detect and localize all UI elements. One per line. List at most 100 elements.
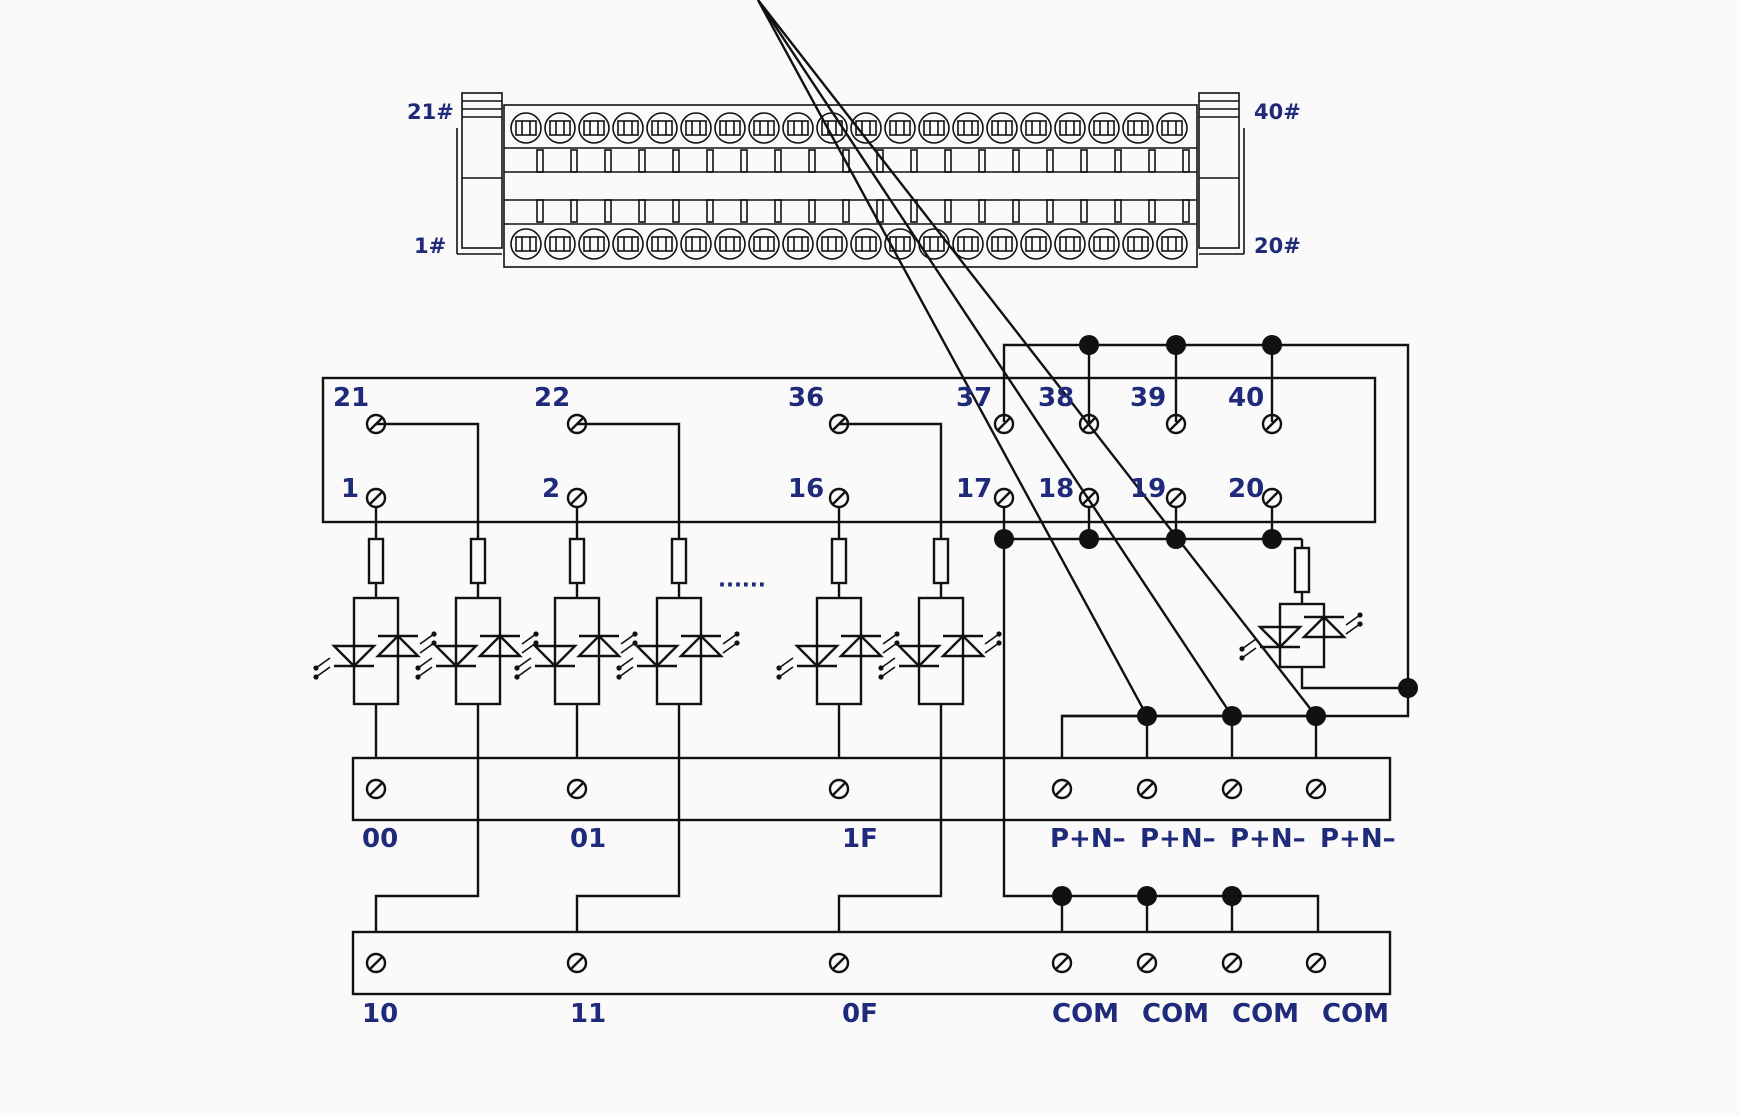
opto-channel <box>313 537 437 706</box>
junction-dot <box>1079 529 1099 549</box>
output-label-0F: 0F <box>842 999 878 1029</box>
output-screw-row-1 <box>1136 778 1158 800</box>
output-screw-row-2 <box>1136 952 1158 974</box>
connector-terminal <box>544 112 578 173</box>
opto-channel <box>514 537 638 706</box>
connector-terminal <box>680 112 714 173</box>
connector-terminal <box>578 112 612 173</box>
connector-terminal <box>612 112 646 173</box>
connector-terminal <box>1020 112 1054 173</box>
output-wire-2 <box>837 704 943 932</box>
resistor <box>469 537 487 585</box>
output-label-com-2: COM <box>1142 999 1209 1029</box>
junction-dot <box>1166 335 1186 355</box>
junction-dot <box>1262 335 1282 355</box>
terminal-screw-upper <box>566 413 588 435</box>
connector-terminal <box>714 112 748 173</box>
output-label-00: 00 <box>362 824 398 854</box>
connector-terminal <box>1156 112 1190 173</box>
junction-dot <box>1306 706 1326 726</box>
terminal-screw-upper <box>1078 413 1100 435</box>
terminal-screw-lower <box>1165 487 1187 509</box>
output-label-1F: 1F <box>842 824 878 854</box>
output-screw-row-2 <box>1305 952 1327 974</box>
channel-ellipsis: ······ <box>718 573 766 597</box>
connector-terminal <box>918 199 952 260</box>
schematic: ······ 21 22 36 37 38 39 40 1 2 16 17 18… <box>313 0 1418 1029</box>
junction-dot <box>1166 529 1186 549</box>
connector-terminal <box>952 112 986 173</box>
output-screw-row-1 <box>566 778 588 800</box>
output-label-com-1: COM <box>1052 999 1119 1029</box>
connector-terminal <box>680 199 714 260</box>
terminal-label-1: 1 <box>341 474 359 504</box>
pin-label-40: 40# <box>1254 100 1301 124</box>
resistor <box>830 537 848 585</box>
output-label-com-4: COM <box>1322 999 1389 1029</box>
terminal-label-16: 16 <box>788 474 824 504</box>
junction-dot <box>1222 886 1242 906</box>
connector-terminal <box>816 112 850 173</box>
connector-terminal <box>748 199 782 260</box>
terminal-label-37: 37 <box>956 383 992 413</box>
terminal-label-38: 38 <box>1038 383 1074 413</box>
output-label-pn-4: P+N– <box>1320 824 1396 854</box>
output-label-11: 11 <box>570 999 606 1029</box>
output-screw-row-2 <box>365 952 387 974</box>
output-label-pn-3: P+N– <box>1230 824 1306 854</box>
terminal-label-20: 20 <box>1228 474 1264 504</box>
resistor <box>568 537 586 585</box>
opto-channel <box>776 537 900 706</box>
connector-terminal <box>646 112 680 173</box>
output-screw-row-1 <box>1221 778 1243 800</box>
indicator-resistor <box>1293 546 1311 594</box>
output-label-com-3: COM <box>1232 999 1299 1029</box>
terminal-screw-lower <box>1261 487 1283 509</box>
connector-terminal <box>1088 112 1122 173</box>
connector-terminal <box>816 199 850 260</box>
connector-terminal <box>952 199 986 260</box>
common-bus-right <box>1002 343 1410 758</box>
opto-channel <box>878 537 1002 706</box>
terminal-screw-lower <box>1078 487 1100 509</box>
connector-terminal <box>612 199 646 260</box>
connector-terminal <box>714 199 748 260</box>
opto-channel <box>616 537 740 706</box>
bottom-terminal-row <box>510 199 1190 260</box>
output-screw-row-2 <box>1221 952 1243 974</box>
input-wire-upper <box>376 422 480 539</box>
connector-terminal <box>510 112 544 173</box>
terminal-label-22: 22 <box>534 383 570 413</box>
junction-dot <box>1137 706 1157 726</box>
connector-terminal <box>748 112 782 173</box>
output-screw-row-1 <box>365 778 387 800</box>
terminal-label-21: 21 <box>333 383 369 413</box>
output-screw-row-1 <box>828 778 850 800</box>
connector-terminal <box>782 112 816 173</box>
connector-terminal <box>544 199 578 260</box>
connector-terminal <box>578 199 612 260</box>
pin-label-20: 20# <box>1254 234 1301 258</box>
terminal-screw-upper <box>1165 413 1187 435</box>
pin-label-21: 21# <box>407 100 454 124</box>
connector-terminal <box>850 199 884 260</box>
output-label-pn-2: P+N– <box>1140 824 1216 854</box>
connector-terminal <box>918 112 952 173</box>
top-terminal-row <box>510 112 1190 173</box>
connector-terminal <box>1122 199 1156 260</box>
input-wire-upper <box>839 422 943 539</box>
output-screw-row-2 <box>828 952 850 974</box>
junction-dot <box>1222 706 1242 726</box>
indicator-box <box>1278 602 1326 669</box>
indicator-return <box>1300 667 1408 690</box>
com-bus <box>1002 539 1320 932</box>
terminal-screw-upper <box>1261 413 1283 435</box>
input-wire-upper <box>577 422 681 539</box>
connector-terminal <box>884 199 918 260</box>
opto-box <box>815 596 863 706</box>
terminal-screw-lower <box>828 487 850 509</box>
terminal-label-18: 18 <box>1038 474 1074 504</box>
connector-terminal <box>1088 199 1122 260</box>
terminal-label-17: 17 <box>956 474 992 504</box>
